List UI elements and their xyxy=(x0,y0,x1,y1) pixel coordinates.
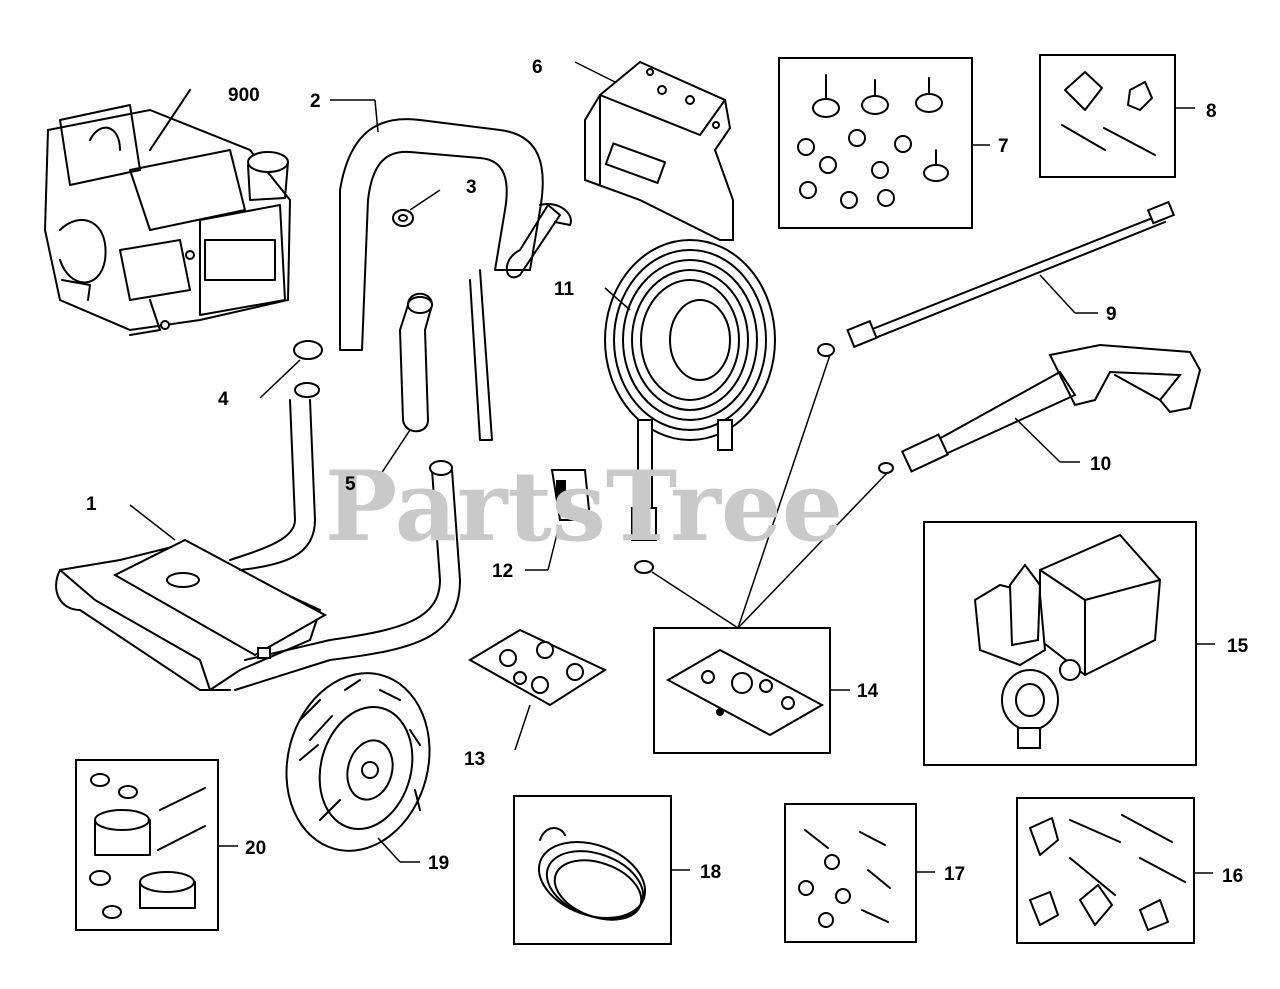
base-frame-icon[interactable] xyxy=(55,382,461,691)
callout-1: 1 xyxy=(86,494,97,515)
mount-hardware-kit-icon[interactable] xyxy=(778,57,990,229)
callout-11: 11 xyxy=(554,279,575,300)
callout-18: 18 xyxy=(700,862,721,883)
pump-icon[interactable] xyxy=(923,521,1215,766)
strap-icon[interactable] xyxy=(374,292,433,484)
callout-13: 13 xyxy=(464,749,485,770)
callout-5: 5 xyxy=(345,474,356,495)
callout-15: 15 xyxy=(1227,636,1249,657)
callout-2: 2 xyxy=(310,91,321,112)
callout-14: 14 xyxy=(857,681,879,702)
engine-icon[interactable] xyxy=(43,89,292,336)
tubing-icon[interactable] xyxy=(513,795,690,945)
handle-hardware-kit-icon[interactable] xyxy=(1016,797,1213,944)
o-ring-kit-icon[interactable] xyxy=(634,354,889,754)
callout-16: 16 xyxy=(1222,866,1243,887)
foot-kit-icon[interactable] xyxy=(75,759,238,931)
callout-9: 9 xyxy=(1106,304,1117,325)
callout-19: 19 xyxy=(428,853,449,874)
callout-6: 6 xyxy=(532,57,543,78)
grommet-icon[interactable] xyxy=(392,189,441,227)
handle-icon[interactable] xyxy=(330,99,572,441)
callout-7: 7 xyxy=(998,136,1009,157)
hose-icon[interactable] xyxy=(604,239,776,541)
callout-10: 10 xyxy=(1090,454,1111,475)
wand-icon[interactable] xyxy=(817,200,1176,357)
bracket-panel-icon[interactable] xyxy=(574,60,734,241)
cap-icon[interactable] xyxy=(259,340,323,399)
wheel-icon[interactable] xyxy=(267,657,449,867)
clip-icon[interactable] xyxy=(525,469,592,571)
callout-12: 12 xyxy=(492,561,513,582)
callout-8: 8 xyxy=(1206,101,1217,122)
bolt-kit-icon[interactable] xyxy=(784,803,935,943)
nozzle-kit-icon[interactable] xyxy=(468,628,608,751)
knob-kit-icon[interactable] xyxy=(1039,54,1195,178)
watermark-text: PartsTree xyxy=(325,450,843,563)
callout-3: 3 xyxy=(466,177,477,198)
callout-17: 17 xyxy=(944,864,965,885)
callout-4: 4 xyxy=(218,389,229,410)
callout-20: 20 xyxy=(245,838,266,859)
spray-gun-icon[interactable] xyxy=(878,343,1202,474)
callout-900: 900 xyxy=(228,85,260,106)
